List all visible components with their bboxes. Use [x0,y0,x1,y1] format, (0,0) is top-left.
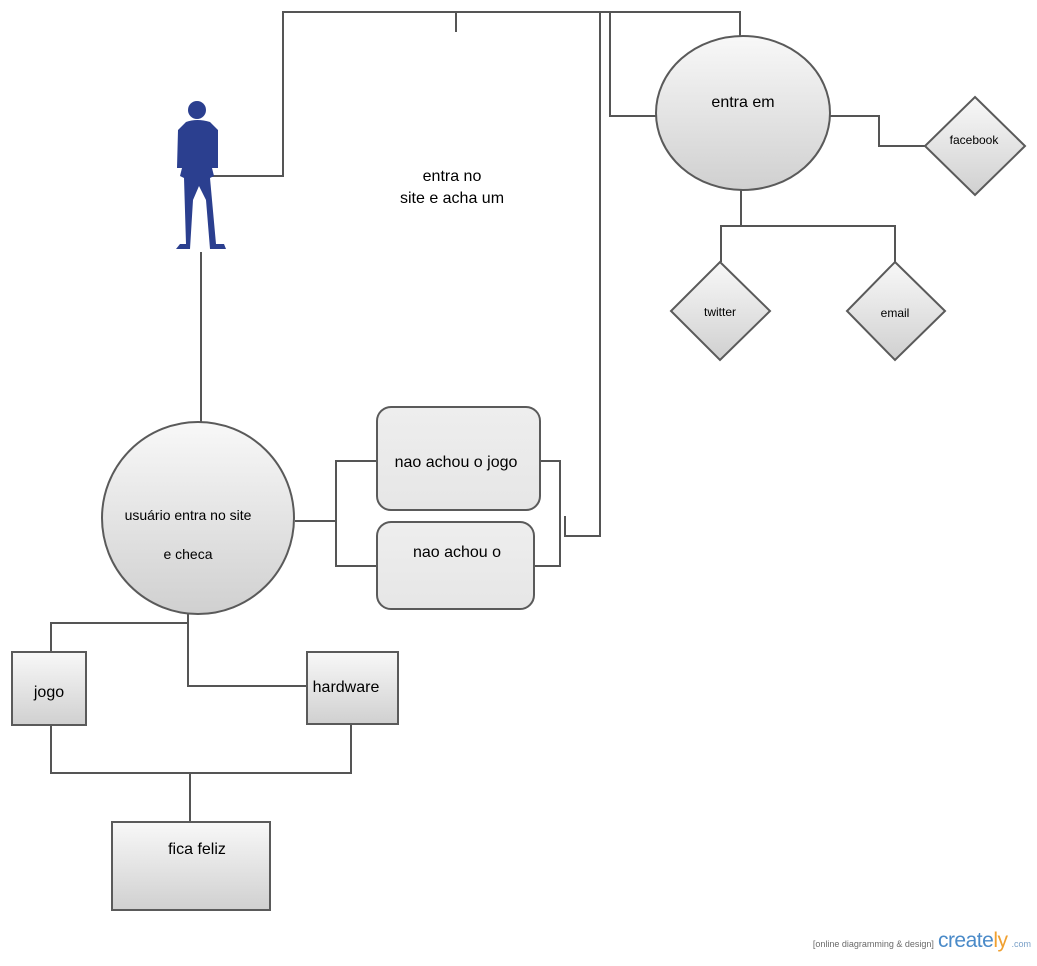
nao-achou-o-label: nao achou o [413,544,501,561]
facebook-node: facebook [923,95,1027,197]
user-enters-site-line2: e checa [163,546,212,562]
facebook-label: facebook [950,133,1000,147]
connector-email-branch [741,225,896,262]
person-icon [176,101,226,249]
nao-achou-jogo-node: nao achou o jogo [376,406,541,511]
connector-top-to-nao-achou [564,12,601,537]
twitter-node: twitter [669,260,772,362]
connector-actor-top [200,11,741,177]
fica-feliz-node: fica feliz [111,821,271,911]
footer-tagline: [online diagramming & design] [812,939,934,949]
creately-footer: [online diagramming & design] creately .… [813,929,1031,953]
email-label: email [881,306,910,320]
hardware-node: hardware [306,651,399,725]
connector-top-to-entra-em [609,12,657,117]
connector-boxes-right [535,460,561,567]
nao-achou-jogo-label: nao achou o jogo [395,454,518,471]
connector-circle-to-boxes [295,460,377,522]
annotation-line2: site e acha um [399,190,505,207]
connector-circle-to-box2 [335,521,377,567]
brand-suffix: .com [1011,939,1031,949]
hardware-label: hardware [313,679,380,696]
connector-jogo-down [50,726,191,822]
connector-entra-em-facebook [830,115,926,147]
twitter-label: twitter [704,305,736,319]
annotation-text: entra no site e acha um [382,166,522,210]
connector-circle-to-hardware [187,623,307,687]
jogo-label: jogo [33,684,64,701]
entra-em-label: entra em [711,94,774,111]
fica-feliz-label: fica feliz [168,841,226,858]
user-enters-site-line1: usuário entra no site [125,507,252,523]
creately-logo: creately [938,929,1008,953]
email-node: email [845,260,947,362]
connector-hardware-down [190,725,352,774]
jogo-node: jogo [11,651,87,726]
brand-main: create [937,929,994,952]
connector-entra-em-branches [720,190,742,262]
nao-achou-o-node: nao achou o [376,521,535,610]
user-enters-site-node: usuário entra no site e checa [101,421,295,615]
entra-em-node: entra em [655,35,831,191]
annotation-line1: entra no [422,168,482,185]
brand-accent: ly [993,929,1008,952]
